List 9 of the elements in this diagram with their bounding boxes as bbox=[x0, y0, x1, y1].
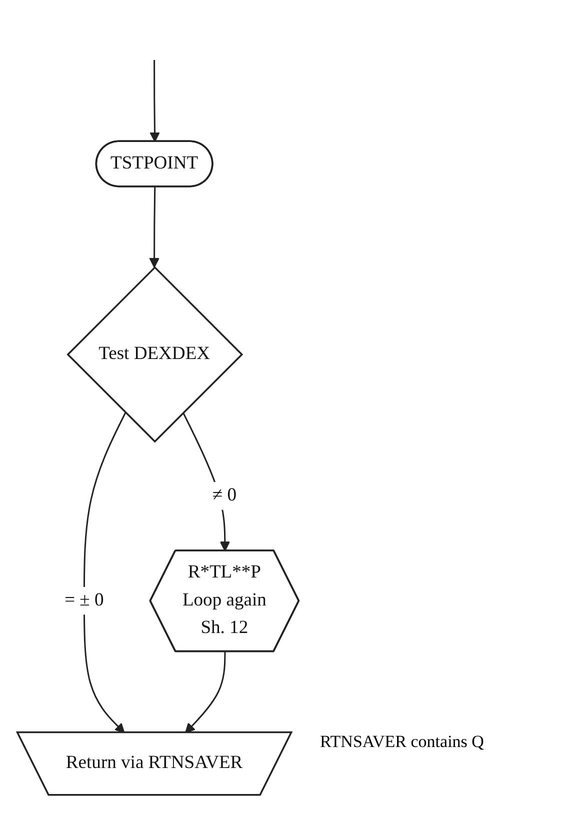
arrow bbox=[83, 412, 126, 734]
note-text: RTNSAVER contains Q bbox=[320, 732, 485, 752]
arrow bbox=[149, 186, 160, 268]
flowchart-drawing: ≠ 0 = ± 0 TSTPOINT Test DEXDEX R*TL**P Loop again Sh. 12 Return via RTNSAVER bbox=[8, 16, 308, 804]
arrow bbox=[150, 60, 160, 142]
arrow bbox=[184, 652, 226, 734]
edge-label: ≠ 0 bbox=[212, 485, 236, 506]
edge-label: = ± 0 bbox=[64, 590, 104, 610]
node-diamond bbox=[66, 266, 244, 443]
